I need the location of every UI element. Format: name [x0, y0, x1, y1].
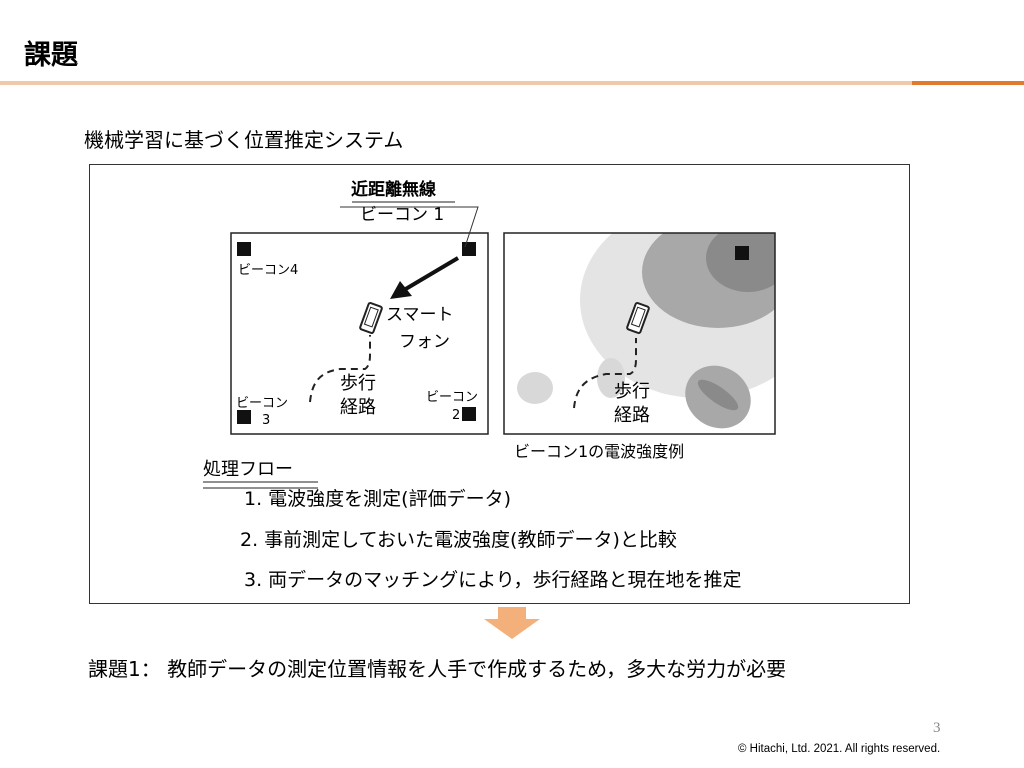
signal-arrow	[402, 256, 460, 292]
beacon2-marker	[462, 407, 476, 421]
flow-step: 2. 事前測定しておいた電波強度(教師データ)と比較	[240, 529, 677, 551]
down-arrow-icon	[484, 607, 540, 639]
signal-intensity-map	[504, 233, 775, 434]
smartphone-icon-left	[359, 302, 383, 334]
walk-path-right	[573, 338, 637, 409]
flow-step: 3. 両データのマッチングにより，歩行経路と現在地を推定	[244, 569, 742, 591]
smartphone-icon-right	[626, 302, 650, 334]
beacon4-marker	[237, 242, 251, 256]
beacon1-marker	[462, 242, 476, 256]
page-number: 3	[933, 720, 941, 736]
beacon1-label-title: 近距離無線	[351, 180, 436, 200]
beacon1-label-name: ビーコン 1	[360, 205, 445, 225]
right-room-outline	[503, 232, 776, 435]
title-rule	[0, 81, 1024, 87]
beacon3-number: 3	[262, 413, 271, 428]
smartphone-label-2: フォン	[399, 332, 450, 352]
walk-path-label-right-1: 歩行	[614, 381, 650, 402]
slide-title: 課題	[24, 40, 78, 71]
beacon1-marker-right	[735, 246, 749, 260]
beacon2-label: ビーコン	[426, 390, 479, 405]
beacon2-number: 2	[452, 408, 461, 423]
walk-path-label-left-2: 経路	[340, 397, 376, 418]
intensity-map-caption: ビーコン1の電波強度例	[514, 442, 685, 461]
beacon3-marker	[237, 410, 251, 424]
issue-statement: 課題1： 教師データの測定位置情報を人手で作成するため，多大な労力が必要	[88, 657, 787, 681]
walk-path-label-left-1: 歩行	[340, 373, 376, 394]
beacon1-callout-line	[340, 206, 479, 248]
left-room-outline	[230, 232, 489, 435]
walk-path-label-right-2: 経路	[614, 405, 650, 426]
flow-title: 処理フロー	[203, 459, 293, 480]
figure-frame	[89, 164, 910, 604]
signal-arrow-head	[390, 281, 412, 299]
flow-step: 1. 電波強度を測定(評価データ)	[244, 488, 511, 510]
slide-subtitle: 機械学習に基づく位置推定システム	[84, 128, 404, 152]
beacon4-label: ビーコン4	[238, 263, 299, 278]
beacon3-label: ビーコン	[236, 396, 289, 411]
smartphone-label-1: スマート	[386, 305, 454, 325]
copyright-notice: © Hitachi, Ltd. 2021. All rights reserve…	[738, 743, 941, 755]
walk-path-left	[309, 335, 371, 403]
